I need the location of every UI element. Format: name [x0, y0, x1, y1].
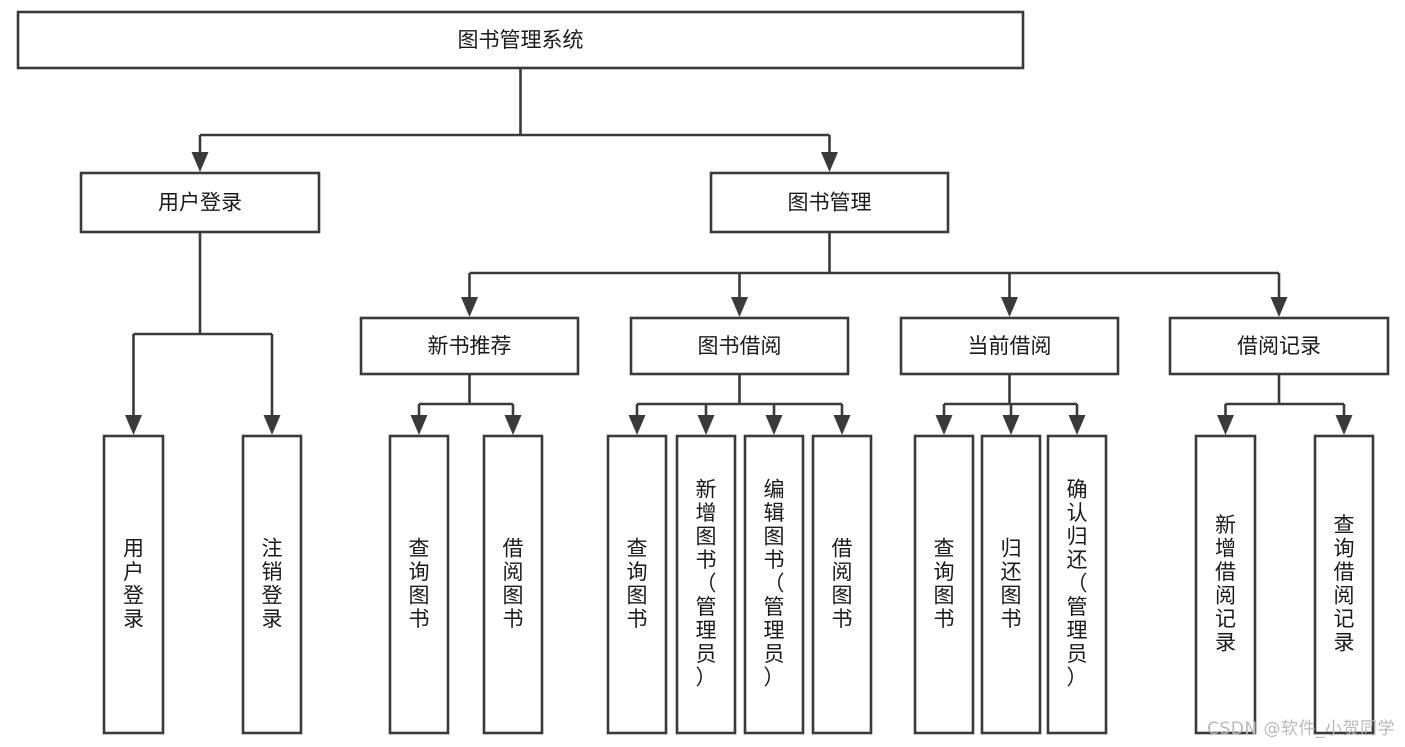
node-layer: 图书管理系统用户登录图书管理新书推荐图书借阅当前借阅借阅记录用户登录注销登录查询… [16, 10, 1390, 735]
arrow-head-icon-book-borrow-3 [833, 415, 851, 435]
node-label-book-borrow: 图书借阅 [698, 334, 782, 358]
arrow-head-icon-current-borrow-2 [1068, 415, 1086, 435]
node-box-current-borrow [899, 316, 1120, 376]
arrow-head-icon-borrow-records-0 [1217, 415, 1234, 435]
node-box-borrow-records [1168, 316, 1390, 376]
arrow-head-icon-user-login-0 [125, 415, 142, 435]
node-box-new-book-recommend [359, 316, 580, 376]
node-leaf-user-login[interactable]: 用户登录 [102, 434, 165, 735]
arrow-head-icon-borrow-records-1 [1335, 415, 1353, 435]
node-box-book-management [709, 171, 950, 234]
arrow-head-icon-book-management-0 [461, 297, 478, 317]
node-label-leaf-add-book-admin: 新增图书（管理员） [696, 478, 717, 690]
node-box-leaf-query-borrow-record [1313, 434, 1375, 735]
node-label-root: 图书管理系统 [458, 28, 584, 52]
arrow-head-icon-root-0 [191, 152, 209, 172]
node-label-borrow-records: 借阅记录 [1237, 334, 1321, 358]
node-label-book-management: 图书管理 [788, 191, 872, 215]
node-box-leaf-query-book-current [913, 434, 975, 735]
node-label-leaf-user-login: 用户登录 [123, 536, 144, 631]
node-box-leaf-confirm-return-admin [1046, 434, 1108, 735]
node-leaf-borrow-book-recommend[interactable]: 借阅图书 [482, 434, 544, 735]
node-box-leaf-user-login [102, 434, 165, 735]
node-box-root [16, 10, 1025, 70]
node-leaf-query-book-current[interactable]: 查询图书 [913, 434, 975, 735]
arrow-head-icon-new-book-recommend-1 [504, 415, 522, 435]
node-label-leaf-add-borrow-record: 新增借阅记录 [1215, 513, 1236, 655]
arrow-head-icon-book-borrow-0 [628, 415, 646, 435]
node-book-management[interactable]: 图书管理 [709, 171, 950, 234]
node-box-leaf-borrow-book-recommend [482, 434, 544, 735]
node-leaf-query-borrow-record[interactable]: 查询借阅记录 [1313, 434, 1375, 735]
node-label-leaf-borrow-book-recommend: 借阅图书 [503, 536, 524, 631]
node-label-new-book-recommend: 新书推荐 [428, 334, 512, 358]
arrow-head-icon-book-management-2 [1001, 297, 1018, 317]
node-root[interactable]: 图书管理系统 [16, 10, 1025, 70]
node-label-leaf-user-logout: 注销登录 [262, 536, 283, 631]
node-borrow-records[interactable]: 借阅记录 [1168, 316, 1390, 376]
node-box-user-login [79, 171, 321, 234]
node-current-borrow[interactable]: 当前借阅 [899, 316, 1120, 376]
node-leaf-add-book-admin[interactable]: 新增图书（管理员） [675, 434, 737, 735]
node-label-current-borrow: 当前借阅 [968, 334, 1052, 358]
node-label-leaf-edit-book-admin: 编辑图书（管理员） [764, 478, 785, 690]
arrow-head-icon-current-borrow-0 [935, 415, 953, 435]
node-label-leaf-borrow-book: 借阅图书 [832, 536, 853, 631]
node-leaf-user-logout[interactable]: 注销登录 [241, 434, 303, 735]
node-label-leaf-query-book-borrow: 查询图书 [627, 536, 648, 631]
node-leaf-return-book[interactable]: 归还图书 [980, 434, 1042, 735]
arrow-head-icon-new-book-recommend-0 [410, 415, 428, 435]
arrow-head-icon-book-management-1 [731, 297, 748, 317]
node-label-leaf-query-book-recommend: 查询图书 [409, 536, 430, 631]
arrow-head-icon-root-1 [821, 152, 838, 172]
node-new-book-recommend[interactable]: 新书推荐 [359, 316, 580, 376]
node-label-leaf-return-book: 归还图书 [1001, 536, 1022, 631]
node-leaf-edit-book-admin[interactable]: 编辑图书（管理员） [743, 434, 805, 735]
node-box-leaf-return-book [980, 434, 1042, 735]
node-leaf-add-borrow-record[interactable]: 新增借阅记录 [1194, 434, 1257, 735]
arrow-head-icon-book-borrow-2 [765, 415, 783, 435]
node-box-leaf-user-logout [241, 434, 303, 735]
arrow-head-icon-book-management-3 [1270, 297, 1288, 317]
arrow-head-icon-current-borrow-1 [1002, 415, 1020, 435]
node-box-leaf-add-borrow-record [1194, 434, 1257, 735]
node-label-leaf-query-book-current: 查询图书 [934, 536, 955, 631]
node-leaf-confirm-return-admin[interactable]: 确认归还（管理员） [1046, 434, 1108, 735]
node-leaf-borrow-book[interactable]: 借阅图书 [811, 434, 873, 735]
node-label-user-login: 用户登录 [158, 191, 242, 215]
node-box-leaf-add-book-admin [675, 434, 737, 735]
connector-layer [125, 68, 1353, 435]
node-box-leaf-query-book-borrow [606, 434, 668, 735]
arrow-head-icon-user-login-1 [263, 415, 281, 435]
node-box-book-borrow [629, 316, 850, 376]
node-leaf-query-book-borrow[interactable]: 查询图书 [606, 434, 668, 735]
node-box-leaf-edit-book-admin [743, 434, 805, 735]
node-box-leaf-borrow-book [811, 434, 873, 735]
node-user-login[interactable]: 用户登录 [79, 171, 321, 234]
node-book-borrow[interactable]: 图书借阅 [629, 316, 850, 376]
node-box-leaf-query-book-recommend [388, 434, 450, 735]
node-label-leaf-confirm-return-admin: 确认归还（管理员） [1067, 478, 1088, 690]
node-leaf-query-book-recommend[interactable]: 查询图书 [388, 434, 450, 735]
node-label-leaf-query-borrow-record: 查询借阅记录 [1334, 513, 1355, 655]
arrow-head-icon-book-borrow-1 [697, 415, 715, 435]
